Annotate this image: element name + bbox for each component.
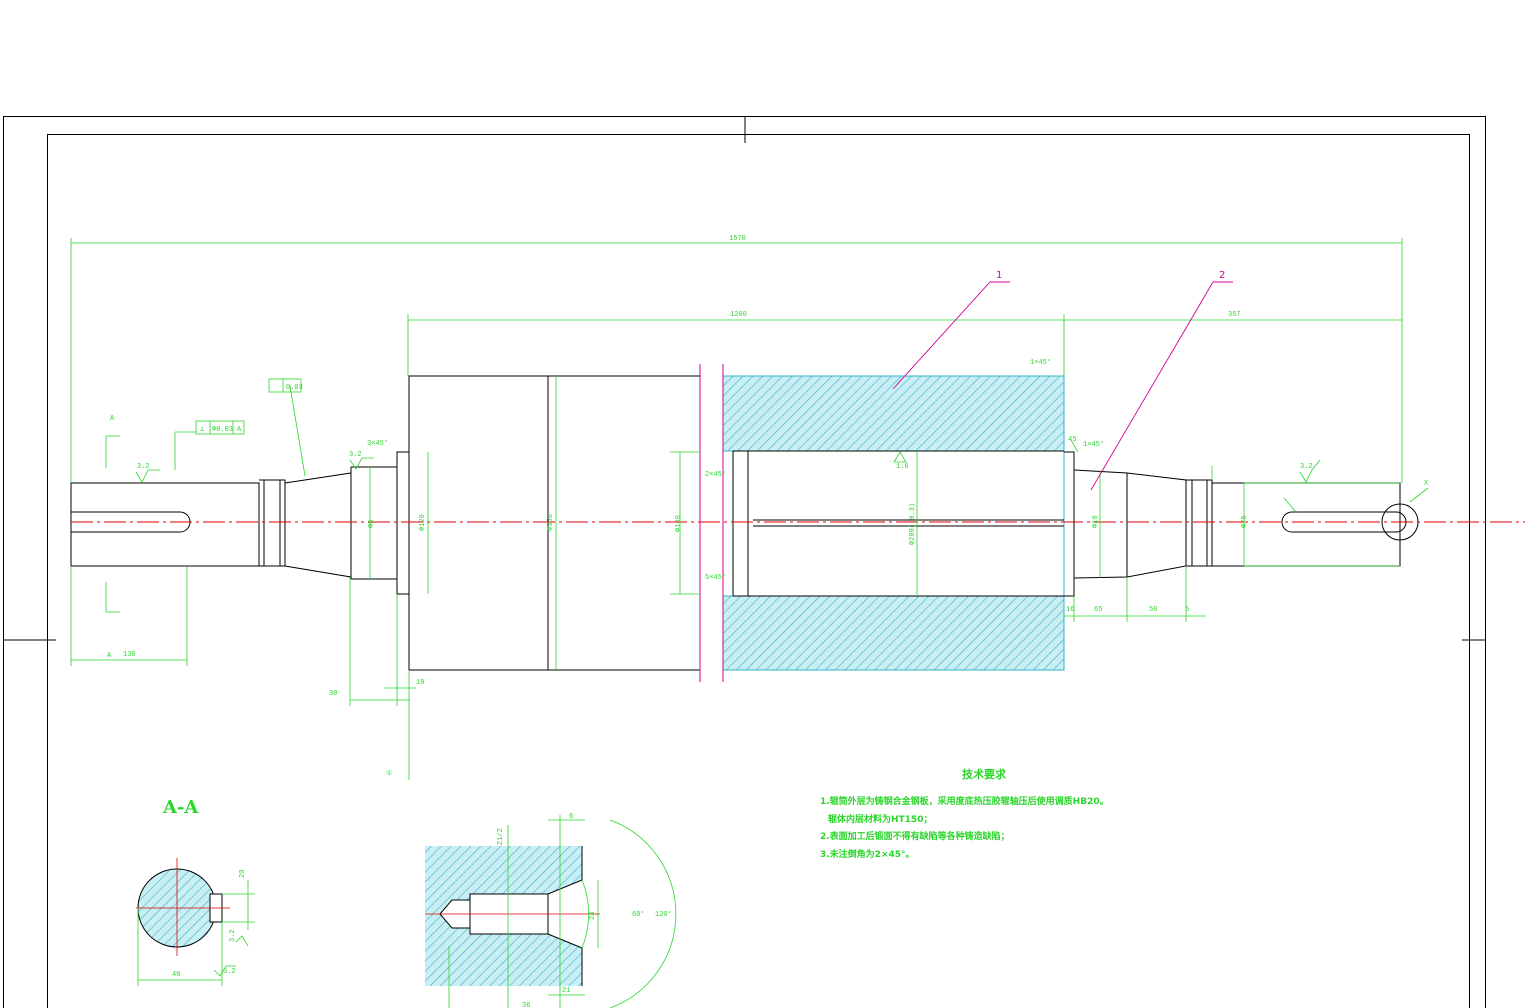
roll-section-hatching <box>722 375 1065 671</box>
notes-line-1: 1.辊筒外层为铸钢合金钢板，采用度底热压胶辊轴压后使用调质HB20。 <box>820 795 1109 807</box>
chamfer-1: 3×45° <box>367 439 388 448</box>
dim-65: 65 <box>1094 606 1102 614</box>
break-lines <box>699 364 724 682</box>
tol-cyl-value: 0.03 <box>286 384 303 392</box>
dim-overall-length: 1570 <box>729 235 746 243</box>
dim-16: 16 <box>1066 606 1074 614</box>
section-mark-a: A <box>110 415 115 423</box>
dim-45: 45 <box>1068 436 1076 444</box>
chamfer-5: 1×45° <box>1083 440 1104 449</box>
dia-7: Φ75 <box>1241 515 1249 528</box>
ra-4: 3.2 <box>1300 463 1313 471</box>
part-label-1: 1 <box>996 270 1002 281</box>
notes-line-3: 2.表面加工后锻面不得有缺陷等各种铸造缺陷； <box>820 830 1010 842</box>
detail-dim-5: 24 <box>589 912 597 920</box>
aa-dim-4: 40 <box>172 971 180 979</box>
tol-perp-value: Φ0.03 <box>212 426 233 434</box>
dim-10: 10 <box>416 679 424 687</box>
dia-6: Φ10 <box>1092 515 1100 528</box>
part-leaders <box>892 281 1233 491</box>
ra-1: 3.2 <box>137 463 150 471</box>
inner-border <box>47 134 1470 1008</box>
outer-border <box>3 116 1486 1008</box>
detail-dim-4: 120° <box>655 910 672 919</box>
tol-perp-ref: A <box>237 426 242 434</box>
circle-ref: ① <box>386 769 392 778</box>
dia-5: Φ280(-0.3) <box>909 503 917 545</box>
section-title: A-A <box>162 797 199 818</box>
dim-left-label: A <box>107 652 112 660</box>
tolerance-frames <box>195 378 302 435</box>
aa-dim-1: 20 <box>239 870 247 878</box>
notes-line-2: 辊体内层材料为HT150； <box>828 813 932 825</box>
ra-3: 1.6 <box>896 463 909 471</box>
dim-30: 30 <box>329 690 337 698</box>
aa-dim-3: 3.2 <box>223 968 236 976</box>
detail-dim-3: 60° <box>632 910 645 919</box>
dia-3: Φ350 <box>547 514 555 531</box>
dia-2: Φ120 <box>419 514 427 531</box>
technical-notes: 技术要求 1.辊筒外层为铸钢合金钢板，采用度底热压胶辊轴压后使用调质HB20。 … <box>820 767 1109 860</box>
dim-roll-length: 1200 <box>730 311 747 319</box>
detail-dim-7: 36 <box>522 1002 530 1008</box>
dimension-texts: 1570 1200 357 130 A 3×45° 5×45° 1×45° 2×… <box>107 235 1429 778</box>
drawing-frame <box>3 116 1486 1008</box>
dia-4: Φ130 <box>675 515 683 532</box>
section-aa: 20 3.2 3.2 40 <box>136 858 255 986</box>
chamfer-4: 2×45° <box>705 470 726 479</box>
shaft-geometry <box>70 375 1419 671</box>
aa-dim-2: 3.2 <box>229 929 237 942</box>
dim-right-journal: 357 <box>1228 311 1241 319</box>
dim-x: X <box>1424 480 1429 488</box>
dim-50: 50 <box>1149 606 1157 614</box>
dia-1: Φ5 <box>368 520 376 528</box>
chamfer-2: 5×45° <box>705 573 726 582</box>
tol-perp-symbol: ⊥ <box>200 426 204 434</box>
chamfer-3: 1×45° <box>1030 358 1051 367</box>
detail-dim-6: 21 <box>562 987 570 995</box>
notes-title: 技术要求 <box>962 767 1007 781</box>
dimension-lines <box>70 238 1429 780</box>
dim-5: 5 <box>1185 606 1189 614</box>
notes-line-4: 3.未注倒角为2×45°。 <box>820 848 915 860</box>
detail-dim-2: 6 <box>569 813 573 821</box>
ra-2: 3.2 <box>349 451 362 459</box>
detail-dim-1: Z1/2 <box>497 828 505 845</box>
dim-left-key-len: 130 <box>123 651 136 659</box>
center-hole-detail: Z1/2 6 60° 120° 24 21 36 <box>425 813 677 1008</box>
part-label-2: 2 <box>1219 270 1225 281</box>
